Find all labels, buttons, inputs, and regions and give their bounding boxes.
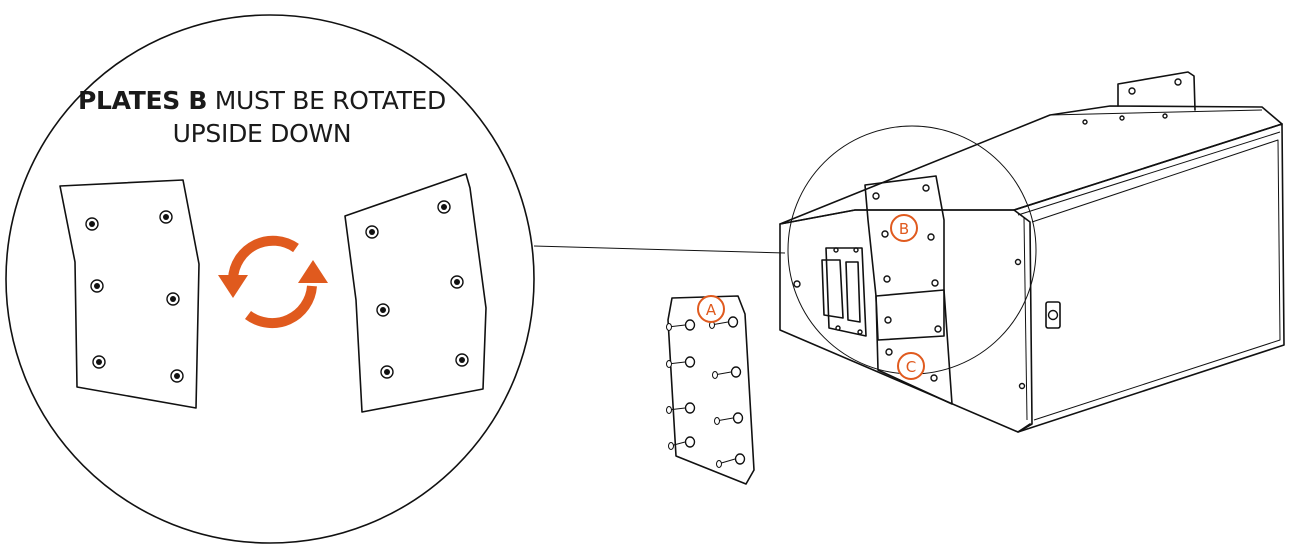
rotate-arrows-icon	[228, 235, 317, 329]
callout-a-label: A	[706, 301, 717, 319]
instruction-heading: PLATES B MUST BE ROTATED UPSIDE DOWN	[60, 84, 464, 150]
rotate-arrowheads	[218, 260, 328, 298]
connector-panel	[1045, 301, 1061, 329]
plate-b-rotated-holes	[365, 200, 469, 379]
speaker-cabinet	[779, 71, 1285, 433]
cabinet-handle	[821, 247, 867, 337]
rigging-bracket	[1117, 71, 1196, 111]
instruction-heading-line2: UPSIDE DOWN	[172, 119, 352, 148]
callout-b-label: B	[899, 220, 909, 238]
plate-b-rotated	[344, 173, 487, 413]
mounted-plate-b	[864, 175, 945, 341]
instruction-heading-bold: PLATES B	[77, 86, 208, 115]
callout-c-label: C	[906, 358, 916, 376]
mounted-plate-c	[875, 289, 953, 405]
callout-a: A	[697, 295, 725, 323]
plate-a-bolts	[666, 316, 746, 468]
plate-a-with-bolts	[666, 295, 755, 485]
instruction-heading-rest: MUST BE ROTATED	[207, 86, 447, 115]
callout-c: C	[897, 352, 925, 380]
callout-b: B	[890, 214, 918, 242]
plate-b-original-holes	[85, 210, 184, 383]
detail-magnifier-circle	[5, 14, 535, 544]
detail-connector-line	[533, 245, 786, 254]
plate-b-original	[59, 179, 200, 409]
speaker-detail-circle	[787, 125, 1037, 375]
